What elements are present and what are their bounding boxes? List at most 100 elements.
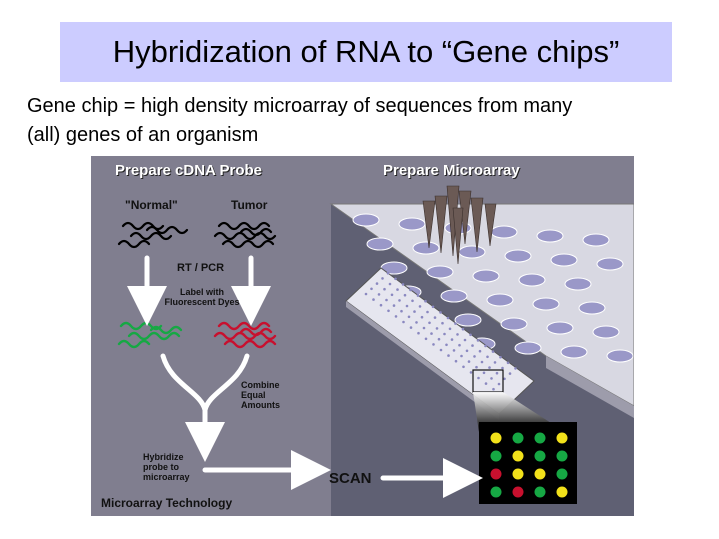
slide-spot — [448, 327, 452, 331]
slide-spot — [439, 311, 442, 314]
slide-spot — [480, 360, 484, 364]
hybridize-line-2: probe to — [143, 462, 179, 472]
slide-spot — [493, 361, 497, 364]
scan-spot-yellow — [512, 468, 524, 480]
plate-well — [500, 317, 528, 331]
scan-spot-green — [534, 432, 546, 444]
slide-spot — [420, 315, 424, 319]
slide-title-box: Hybridization of RNA to “Gene chips” — [60, 22, 672, 82]
green-labeled-cdna — [117, 321, 183, 349]
scan-spot-green — [534, 486, 546, 498]
figure-artwork — [117, 185, 634, 516]
slide-spot — [484, 344, 487, 348]
slide-spot — [454, 322, 457, 325]
plate-well — [518, 273, 546, 287]
scan-spot-yellow — [556, 432, 568, 444]
slide-spot — [445, 343, 448, 347]
slide-spot — [435, 327, 439, 330]
slide-spot — [416, 294, 420, 297]
scan-spot-yellow — [556, 486, 568, 498]
slide-spot — [392, 304, 396, 307]
fluorescent-dyes-label: Label with Fluorescent Dyes — [157, 287, 247, 307]
hybridize-label: Hybridize probe to microarray — [143, 452, 190, 482]
plate-well — [412, 241, 440, 255]
glass-slide — [345, 267, 535, 420]
slide-spot — [477, 376, 480, 380]
slide-spot — [437, 337, 441, 341]
slide-spot — [428, 321, 431, 325]
slide-spot — [446, 316, 450, 320]
normal-rna-squiggles — [117, 221, 189, 249]
slide-spot — [467, 360, 471, 363]
slide-title: Hybridization of RNA to “Gene chips” — [112, 34, 620, 69]
scan-spot-yellow — [512, 450, 524, 462]
scan-spot-green — [534, 450, 546, 462]
pipette-tips — [422, 185, 497, 265]
scan-spot-green — [490, 450, 502, 462]
plate-well — [550, 253, 578, 267]
slide-spot — [372, 298, 375, 301]
scan-spot-red — [512, 486, 524, 498]
slide-spot — [396, 288, 399, 291]
plate-well — [352, 213, 380, 227]
slide-spot — [506, 361, 510, 365]
slide-spot — [418, 305, 422, 308]
microarray-technology-footer: Microarray Technology — [101, 496, 233, 510]
combine-amounts-label: Combine Equal Amounts — [241, 380, 280, 410]
slide-spot — [426, 310, 429, 314]
slide-spot — [398, 299, 401, 302]
plate-well — [582, 233, 610, 247]
slide-spot — [388, 282, 392, 286]
plate-well — [592, 325, 620, 339]
slide-spot — [452, 349, 456, 352]
slide-spot — [386, 271, 390, 275]
slide-spot — [476, 339, 480, 342]
rt-pcr-label: RT / PCR — [177, 262, 225, 274]
slide-spot — [407, 315, 411, 319]
scan-spot-green — [556, 450, 568, 462]
slide-spot — [469, 371, 473, 374]
slide-spot — [405, 304, 409, 308]
slide-spot — [473, 355, 476, 358]
slide-spot — [454, 359, 458, 363]
slide-spot — [463, 338, 467, 342]
slide-spot — [492, 387, 495, 391]
slide-spot — [503, 377, 506, 381]
slide-spot — [497, 382, 501, 386]
slide-spot — [383, 287, 386, 291]
slide-spot — [490, 377, 493, 380]
slide-spot — [447, 354, 450, 357]
slide-spot — [478, 349, 482, 353]
slide-spot — [430, 332, 433, 335]
plate-well — [514, 341, 542, 355]
slide-spot — [508, 372, 512, 375]
slide-spot — [403, 293, 407, 297]
plate-well — [606, 349, 634, 363]
slide-spot — [475, 365, 478, 369]
tumor-rna-squiggles — [213, 221, 277, 249]
slide-spot — [415, 321, 418, 324]
slide-spot — [385, 298, 388, 302]
slide-spot — [422, 326, 426, 330]
tumor-label: Tumor — [231, 198, 268, 212]
plate-well — [578, 301, 606, 315]
slide-spot — [461, 327, 465, 331]
slide-spot — [432, 343, 435, 346]
scan-spot-red — [490, 468, 502, 480]
plate-well — [564, 277, 592, 291]
slide-spot — [458, 343, 461, 347]
slide-spot — [377, 293, 381, 296]
slide-spot — [486, 355, 489, 359]
plate-well — [560, 345, 588, 359]
hybridize-line-3: microarray — [143, 472, 190, 482]
normal-label: "Normal" — [125, 198, 178, 212]
process-arrows — [127, 255, 483, 498]
scan-spot-yellow — [534, 468, 546, 480]
slide-spot — [424, 299, 427, 303]
slide-spot — [424, 337, 428, 341]
scan-spot-green — [512, 432, 524, 444]
slide-spot — [387, 309, 390, 313]
slide-spot — [411, 299, 414, 303]
plate-well — [546, 321, 574, 335]
slide-subtitle-line-2: (all) genes of an organism — [27, 124, 259, 146]
